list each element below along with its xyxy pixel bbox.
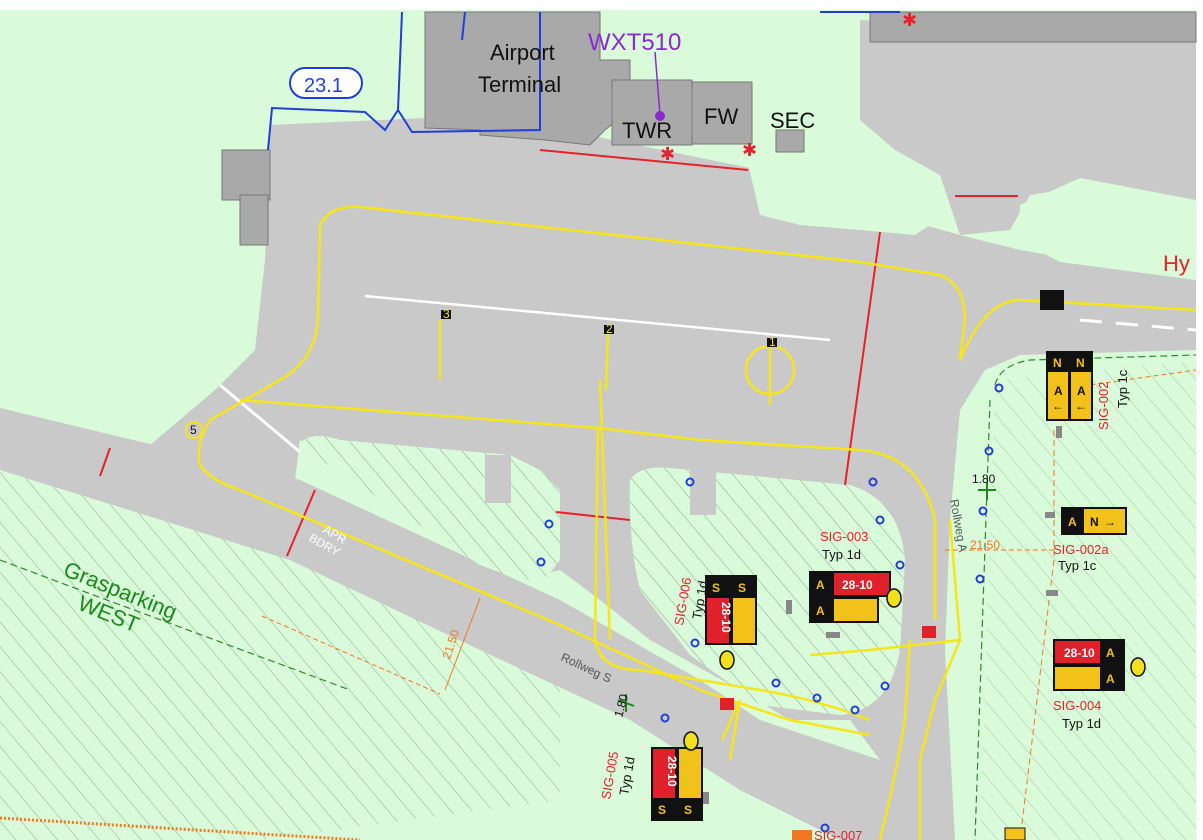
sign-sig-002a-panels bbox=[1061, 507, 1127, 535]
east-apron bbox=[860, 20, 1196, 235]
green-dimension-marks bbox=[617, 482, 996, 712]
sign-sig-003-panels bbox=[809, 571, 891, 623]
stand-5-label: 5 bbox=[190, 423, 197, 437]
bottom-left-edge bbox=[0, 816, 361, 840]
stub-2 bbox=[690, 465, 716, 515]
sign-bottom-right bbox=[1004, 827, 1026, 840]
small-sign-stubs bbox=[703, 426, 1062, 804]
west-shed-2 bbox=[239, 194, 269, 246]
grass-parking-west-hatch bbox=[0, 455, 560, 840]
yellow-taxilines bbox=[197, 205, 1197, 840]
east-grass-hatch bbox=[980, 360, 1196, 840]
stub-1 bbox=[485, 455, 511, 503]
stand-1-label: 1 bbox=[769, 335, 776, 349]
sig-003-label: SIG-003 bbox=[820, 529, 868, 544]
sig-007-label: SIG-007 bbox=[814, 828, 862, 840]
sec-building bbox=[775, 129, 805, 153]
sig-005-type: Typ 1d bbox=[616, 755, 638, 796]
holding-marker-1 bbox=[922, 626, 936, 638]
sig-006-runway-text: 28-10 bbox=[719, 602, 733, 633]
dimension-lines bbox=[261, 369, 1197, 840]
red-boundary-lines bbox=[99, 149, 1018, 557]
distance-4: 1.80 bbox=[611, 692, 631, 718]
stand-markers bbox=[441, 310, 777, 347]
west-shed bbox=[221, 149, 271, 201]
stand-3-label: 3 bbox=[443, 307, 450, 321]
sig-002-type: Typ 1c bbox=[1115, 369, 1130, 408]
sig-002-a2-text: A bbox=[1077, 384, 1086, 398]
sec-label: SEC bbox=[770, 108, 815, 133]
fw-label: FW bbox=[704, 104, 738, 129]
terminal-label-line1: Airport bbox=[490, 40, 555, 65]
sig-005-s1-text: S bbox=[658, 803, 666, 817]
sig-006-s1-text: S bbox=[712, 581, 720, 595]
fence-line-2 bbox=[461, 11, 466, 41]
sign-sig-006-panels bbox=[705, 575, 757, 645]
twr-building bbox=[611, 79, 693, 146]
svg-text:✱: ✱ bbox=[902, 10, 917, 31]
svg-text:✱: ✱ bbox=[660, 144, 675, 165]
distance-2: 21.50 bbox=[970, 538, 1000, 552]
holding-marker-2 bbox=[720, 698, 734, 710]
sig-004-label: SIG-004 bbox=[1053, 698, 1101, 713]
sig-002a-n-text: N bbox=[1090, 515, 1099, 529]
fence-marker-label: 23.1 bbox=[304, 75, 343, 97]
sign-sig-007-panel bbox=[792, 830, 812, 840]
stand-line-white bbox=[364, 294, 831, 342]
east-grass-blob-2 bbox=[1018, 178, 1196, 280]
east-grass-blob bbox=[745, 130, 945, 235]
sig-005-runway-text: 28-10 bbox=[665, 756, 679, 787]
fence-line bbox=[267, 11, 541, 151]
stand-2-label: 2 bbox=[606, 322, 613, 336]
sig-003-runway-text: 28-10 bbox=[842, 578, 873, 592]
hy-label: Hy bbox=[1163, 251, 1190, 276]
sig-006-type: Typ 1d bbox=[689, 579, 711, 620]
sig-002-arrow-1: ← bbox=[1052, 399, 1064, 413]
sig-002-a1-text: A bbox=[1054, 384, 1063, 398]
sign-sig-004-panels bbox=[1053, 639, 1125, 691]
sig-002a-type: Typ 1c bbox=[1058, 558, 1097, 573]
sig-005-s2-text: S bbox=[684, 803, 692, 817]
sig-006-s2-text: S bbox=[738, 581, 746, 595]
fw-building bbox=[691, 81, 753, 145]
terminal-buildings bbox=[221, 11, 1197, 246]
twr-label: TWR bbox=[622, 118, 672, 143]
sig-002a-arrow: → bbox=[1104, 515, 1116, 529]
east-grass-dashed-edge bbox=[974, 354, 1197, 840]
sig-002-label: SIG-002 bbox=[1096, 382, 1111, 430]
svg-text:✱: ✱ bbox=[742, 140, 757, 161]
distance-1: 1.80 bbox=[972, 472, 996, 486]
sig-002-arrow-2: ← bbox=[1075, 399, 1087, 413]
weather-station-pointer bbox=[654, 51, 661, 116]
sig-004-a2-text: A bbox=[1106, 672, 1115, 686]
stand-5-circle bbox=[185, 421, 203, 439]
sig-003-type: Typ 1d bbox=[822, 547, 861, 562]
sign-top-right bbox=[1040, 290, 1064, 310]
weather-station-icon bbox=[655, 111, 665, 121]
terminal-label-line2: Terminal bbox=[478, 72, 561, 97]
sign-sig-005-panels bbox=[651, 747, 703, 821]
taxiway-s-pavement bbox=[0, 408, 900, 840]
lamp-icons bbox=[683, 588, 1146, 751]
fence-marker-box bbox=[289, 67, 363, 99]
sig-004-type: Typ 1d bbox=[1062, 716, 1101, 731]
apron-boundary-line bbox=[219, 383, 301, 454]
taxiway-centerline-white bbox=[1079, 318, 1197, 332]
red-star-markers: ✱ ✱ ✱ bbox=[660, 10, 917, 165]
weather-station-label: WXT510 bbox=[588, 29, 681, 56]
sig-003-a2-text: A bbox=[816, 604, 825, 618]
sig-002a-label: SIG-002a bbox=[1053, 542, 1109, 557]
sig-003-a-text: A bbox=[816, 578, 825, 592]
north-building bbox=[869, 11, 1197, 43]
sig-004-a-text: A bbox=[1106, 646, 1115, 660]
sig-002-n2-text: N bbox=[1076, 356, 1085, 370]
sig-002a-a-text: A bbox=[1068, 515, 1077, 529]
airport-terminal-building bbox=[424, 11, 631, 146]
sig-004-runway-text: 28-10 bbox=[1064, 646, 1095, 660]
sign-sig-002-panels bbox=[1046, 351, 1093, 421]
sig-002-n1-text: N bbox=[1053, 356, 1062, 370]
